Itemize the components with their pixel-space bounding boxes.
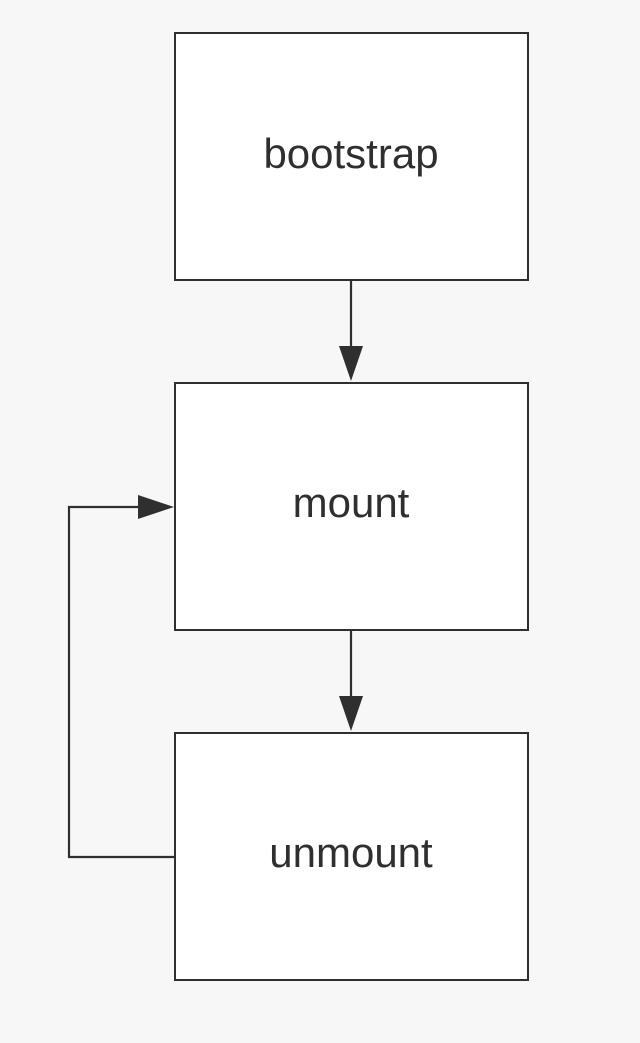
node-mount: mount bbox=[174, 382, 529, 631]
node-box-bootstrap bbox=[174, 32, 529, 281]
node-label-mount: mount bbox=[293, 479, 410, 526]
arrowhead-down-icon bbox=[339, 346, 363, 381]
node-unmount: unmount bbox=[174, 732, 529, 981]
arrowhead-down-icon bbox=[339, 696, 363, 731]
arrowhead-right-icon bbox=[138, 495, 174, 519]
node-bootstrap: bootstrap bbox=[174, 32, 529, 281]
node-box-mount bbox=[174, 382, 529, 631]
node-label-unmount: unmount bbox=[269, 829, 433, 876]
node-box-unmount bbox=[174, 732, 529, 981]
edge-mount-to-unmount bbox=[339, 629, 363, 731]
edge-bootstrap-to-mount bbox=[339, 279, 363, 381]
edge-unmount-to-mount bbox=[67, 495, 177, 859]
node-label-bootstrap: bootstrap bbox=[263, 130, 438, 177]
edge-line-unmount-mount bbox=[67, 505, 177, 859]
